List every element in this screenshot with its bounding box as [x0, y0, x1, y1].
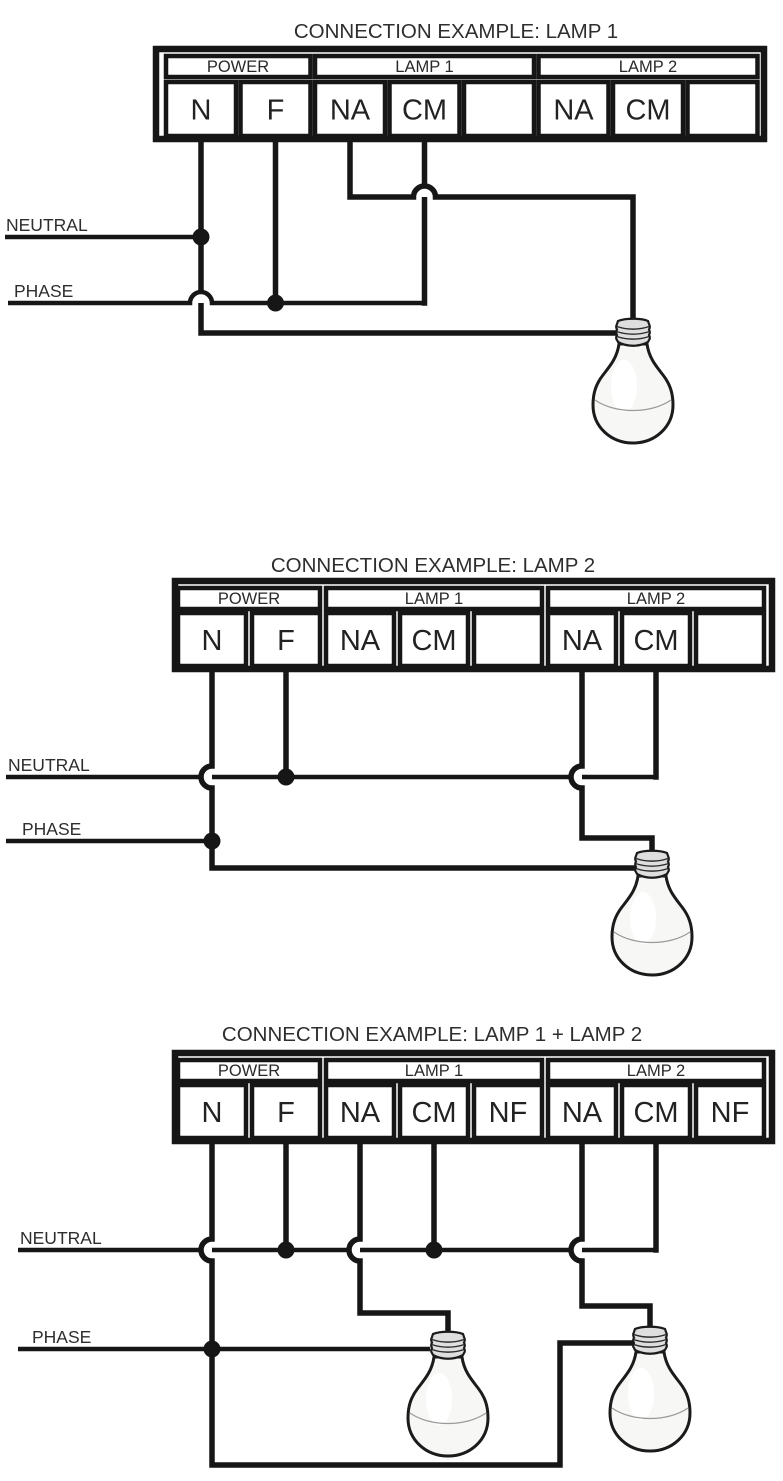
wire-na-lamp2-to-bulb — [568, 664, 655, 861]
terminal-cell-na-lamp2 — [545, 1082, 619, 1141]
group-label-lamp1: LAMP 1 — [405, 590, 463, 608]
group-label-power: POWER — [218, 590, 280, 608]
phase-label: PHASE — [32, 1327, 91, 1347]
group-header-lamp2 — [545, 1057, 767, 1084]
group-header-lamp1 — [323, 585, 545, 612]
terminal-label-na-lamp2: NA — [562, 1097, 603, 1129]
group-label-power: POWER — [207, 58, 269, 76]
group-header-power — [163, 53, 313, 80]
neutral-label: NEUTRAL — [20, 1228, 102, 1248]
terminal-label-nf-lamp1: NF — [489, 1097, 528, 1129]
terminal-cell-cm-lamp2 — [619, 610, 693, 669]
terminal-label-na-lamp1: NA — [340, 1097, 381, 1129]
terminal-label-nf-lamp2: NF — [711, 1097, 750, 1129]
terminal-label-cm-lamp2: CM — [633, 625, 678, 657]
neutral-label: NEUTRAL — [8, 755, 90, 775]
group-header-lamp1 — [323, 1057, 545, 1084]
wire-n-to-lamp2 — [198, 1136, 637, 1468]
group-header-lamp2 — [545, 585, 767, 612]
junction-dot-neutral-cm-lamp1 — [425, 1241, 443, 1259]
terminal-cell-cm-lamp2 — [610, 79, 686, 139]
diagram-title: CONNECTION EXAMPLE: LAMP 1 — [294, 20, 618, 43]
terminal-label-n: N — [202, 625, 223, 657]
phase-line — [8, 289, 425, 306]
wire-na-lamp2-to-bulb — [568, 1136, 653, 1335]
junction-dot-neutral-f — [277, 1241, 295, 1259]
diagram-title: CONNECTION EXAMPLE: LAMP 1 + LAMP 2 — [222, 1023, 642, 1046]
terminal-label-f: F — [277, 625, 295, 657]
phase-label: PHASE — [22, 819, 81, 839]
diagram-connection-example-lamp1-plus-lamp2: CONNECTION EXAMPLE: LAMP 1 + LAMP 2 POWE… — [18, 1023, 776, 1468]
junction-dot-phase-n — [203, 832, 221, 850]
terminal-label-cm-lamp2: CM — [625, 95, 670, 127]
terminal-cell-na-lamp2 — [536, 79, 611, 139]
group-header-power — [175, 585, 323, 612]
terminal-label-na-lamp2: NA — [562, 625, 603, 657]
terminal-label-na-lamp2: NA — [553, 95, 594, 127]
group-header-power — [175, 1057, 323, 1084]
junction-dot-neutral-f — [277, 768, 295, 786]
diagram-connection-example-lamp1: CONNECTION EXAMPLE: LAMP 1 POWER LAMP 1 … — [5, 20, 768, 445]
terminal-label-f: F — [277, 1097, 295, 1129]
terminal-cell-nf-lamp2 — [693, 1082, 767, 1141]
wire-n-to-lamp — [198, 134, 619, 336]
terminal-label-cm-lamp1: CM — [411, 1097, 456, 1129]
group-label-lamp2: LAMP 2 — [619, 58, 677, 76]
terminal-block: POWER LAMP 1 LAMP 2 N F NA CM NA CM — [171, 577, 776, 673]
terminal-label-na-lamp1: NA — [340, 625, 381, 657]
junction-dot-phase-f — [267, 294, 284, 312]
terminal-cell-na-lamp1 — [323, 1082, 397, 1141]
terminal-label-cm-lamp1: CM — [402, 95, 447, 127]
terminal-label-n: N — [191, 95, 212, 127]
terminal-cell-nf-lamp2 — [693, 610, 767, 669]
group-label-lamp2: LAMP 2 — [627, 590, 685, 608]
terminal-cell-nf-lamp2 — [685, 79, 760, 139]
terminal-block: POWER LAMP 1 LAMP 2 N F NA CM NF NA CM N… — [171, 1049, 776, 1145]
terminal-label-cm-lamp2: CM — [633, 1097, 678, 1129]
phase-label: PHASE — [14, 281, 73, 301]
terminal-block: POWER LAMP 1 LAMP 2 N F NA CM NA CM — [152, 45, 768, 143]
group-label-lamp1: LAMP 1 — [405, 1062, 463, 1080]
terminal-cell-cm-lamp1 — [397, 610, 471, 669]
terminal-label-n: N — [202, 1097, 223, 1129]
terminal-label-f: F — [267, 95, 285, 127]
group-label-lamp1: LAMP 1 — [395, 58, 453, 76]
group-header-lamp1 — [312, 53, 537, 80]
terminal-cell-nf-lamp1 — [461, 79, 537, 139]
diagram-title: CONNECTION EXAMPLE: LAMP 2 — [271, 554, 595, 577]
group-header-lamp2 — [536, 53, 760, 80]
wire-n-to-lamp — [198, 664, 638, 871]
light-bulb-lamp1 — [591, 317, 675, 445]
terminal-label-na-lamp1: NA — [330, 95, 371, 127]
terminal-cell-na-lamp1 — [323, 610, 397, 669]
group-label-lamp2: LAMP 2 — [627, 1062, 685, 1080]
wire-na-lamp1-to-bulb — [346, 1136, 451, 1339]
diagram-connection-example-lamp2: CONNECTION EXAMPLE: LAMP 2 POWER LAMP 1 … — [6, 554, 776, 977]
junction-dot-phase-n — [203, 1340, 221, 1358]
terminal-cell-n — [175, 610, 249, 669]
terminal-cell-f — [249, 1082, 323, 1141]
terminal-cell-nf-lamp1 — [471, 1082, 545, 1141]
group-label-power: POWER — [218, 1062, 280, 1080]
terminal-cell-na-lamp2 — [545, 610, 619, 669]
terminal-cell-f — [249, 610, 323, 669]
terminal-label-cm-lamp1: CM — [411, 625, 456, 657]
neutral-label: NEUTRAL — [6, 215, 88, 235]
wire-na-lamp1-to-bulb — [347, 134, 636, 327]
junction-dot-neutral-n — [192, 228, 210, 246]
terminal-cell-nf-lamp1 — [471, 610, 545, 669]
